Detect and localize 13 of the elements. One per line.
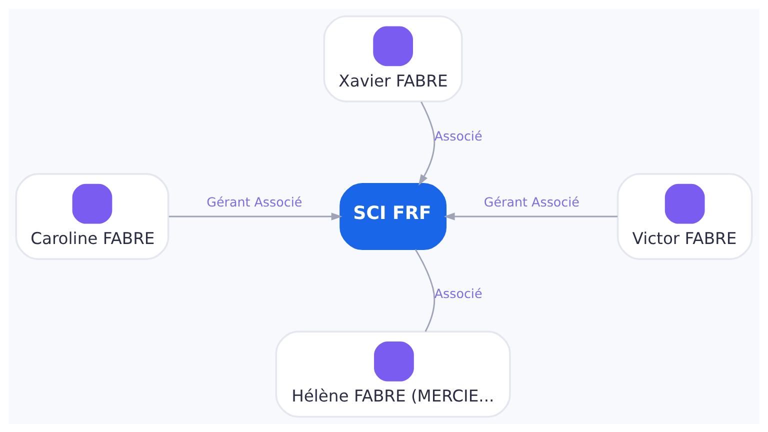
edge-label: Associé	[434, 128, 482, 144]
edge-label: Gérant Associé	[484, 194, 580, 210]
edge-label: Gérant Associé	[206, 194, 302, 210]
node-box: Xavier FABRE	[323, 14, 463, 102]
node-box: Victor FABRE	[616, 172, 753, 260]
arrow	[444, 212, 618, 220]
edge-label: Associé	[434, 286, 482, 301]
node-box: Caroline FABRE	[15, 172, 170, 260]
arrow	[418, 101, 436, 186]
node-box: Hélène FABRE (MERCIE...	[275, 330, 511, 418]
connector	[414, 248, 436, 332]
node-box: SCI FRF	[340, 182, 447, 250]
arrow	[168, 212, 342, 220]
